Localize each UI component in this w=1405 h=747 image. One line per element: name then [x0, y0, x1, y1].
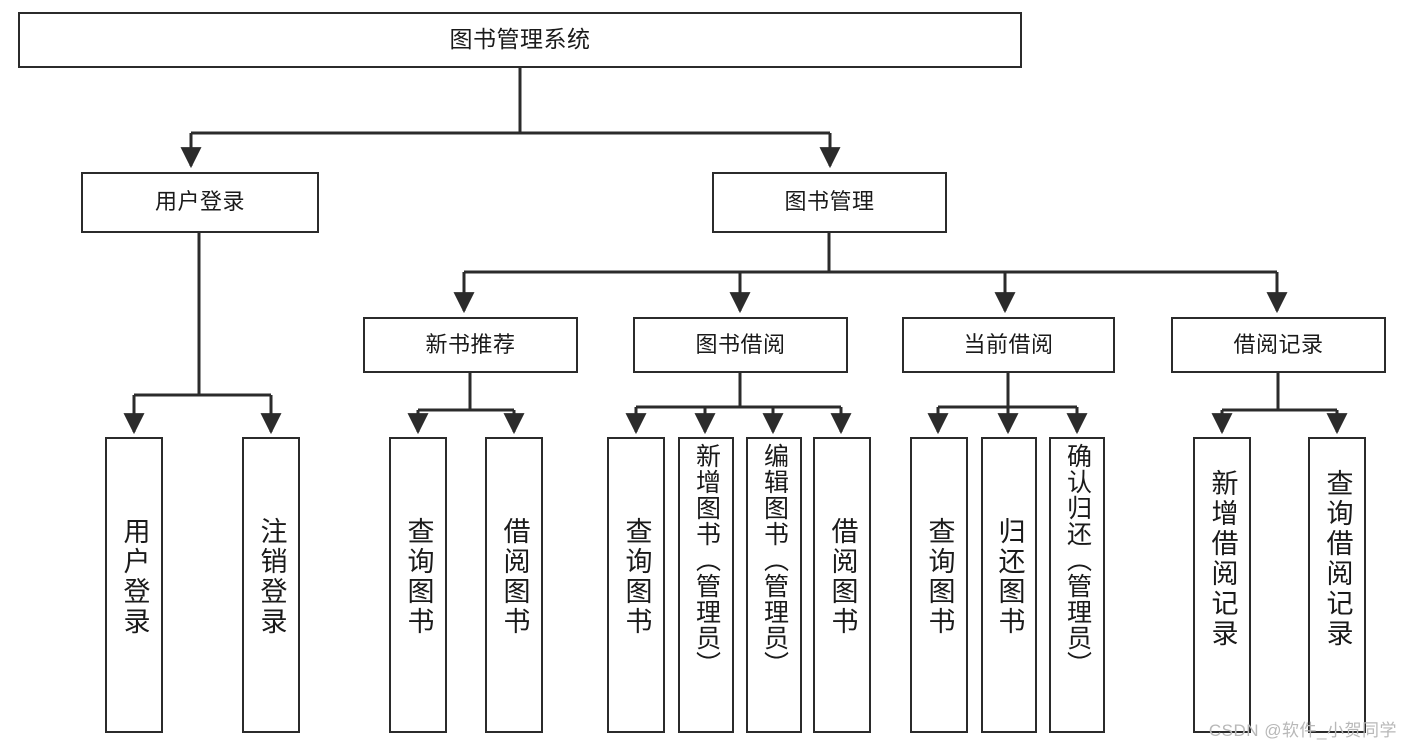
node-label: 编辑图书（管理员）	[760, 443, 789, 677]
leaf-new-book-query-books[interactable]: 查询图书	[389, 437, 447, 733]
node-borrow-record[interactable]: 借阅记录	[1171, 317, 1386, 373]
leaf-book-borrow-query-books[interactable]: 查询图书	[607, 437, 665, 733]
leaf-book-borrow-borrow-books[interactable]: 借阅图书	[813, 437, 871, 733]
leaf-borrow-record-query-record[interactable]: 查询借阅记录	[1308, 437, 1366, 733]
leaf-user-login-logout[interactable]: 注销登录	[242, 437, 300, 733]
node-book-management[interactable]: 图书管理	[712, 172, 947, 233]
node-label: 用户登录	[154, 189, 245, 215]
leaf-user-login-login[interactable]: 用户登录	[105, 437, 163, 733]
node-label: 新书推荐	[425, 331, 516, 357]
node-label: 借阅图书	[499, 517, 530, 637]
node-label: 图书管理	[784, 189, 875, 215]
node-label: 查询图书	[403, 517, 434, 637]
node-label: 归还图书	[994, 517, 1025, 637]
node-label: 新增借阅记录	[1207, 469, 1238, 649]
node-label: 图书管理系统	[449, 26, 591, 53]
node-label: 借阅图书	[827, 517, 858, 637]
node-label: 确认归还（管理员）	[1063, 443, 1092, 677]
node-label: 查询图书	[924, 517, 955, 637]
leaf-book-borrow-edit-book-admin[interactable]: 编辑图书（管理员）	[746, 437, 802, 733]
node-label: 新增图书（管理员）	[692, 443, 721, 677]
leaf-new-book-borrow-books[interactable]: 借阅图书	[485, 437, 543, 733]
node-label: 注销登录	[256, 517, 287, 637]
node-label: 查询图书	[621, 517, 652, 637]
node-current-borrow[interactable]: 当前借阅	[902, 317, 1115, 373]
leaf-current-borrow-return-books[interactable]: 归还图书	[981, 437, 1037, 733]
leaf-borrow-record-add-record[interactable]: 新增借阅记录	[1193, 437, 1251, 733]
node-user-login[interactable]: 用户登录	[81, 172, 319, 233]
node-label: 当前借阅	[963, 331, 1054, 357]
leaf-current-borrow-confirm-return-admin[interactable]: 确认归还（管理员）	[1049, 437, 1105, 733]
node-new-book-recommend[interactable]: 新书推荐	[363, 317, 578, 373]
leaf-book-borrow-add-book-admin[interactable]: 新增图书（管理员）	[678, 437, 734, 733]
node-label: 查询借阅记录	[1322, 469, 1353, 649]
leaf-current-borrow-query-books[interactable]: 查询图书	[910, 437, 968, 733]
csdn-watermark: CSDN @软件_小贺同学	[1208, 721, 1397, 740]
node-label: 图书借阅	[695, 331, 786, 357]
node-book-borrow[interactable]: 图书借阅	[633, 317, 848, 373]
node-label: 用户登录	[119, 517, 150, 637]
node-label: 借阅记录	[1233, 331, 1324, 357]
node-root-system[interactable]: 图书管理系统	[18, 12, 1022, 68]
